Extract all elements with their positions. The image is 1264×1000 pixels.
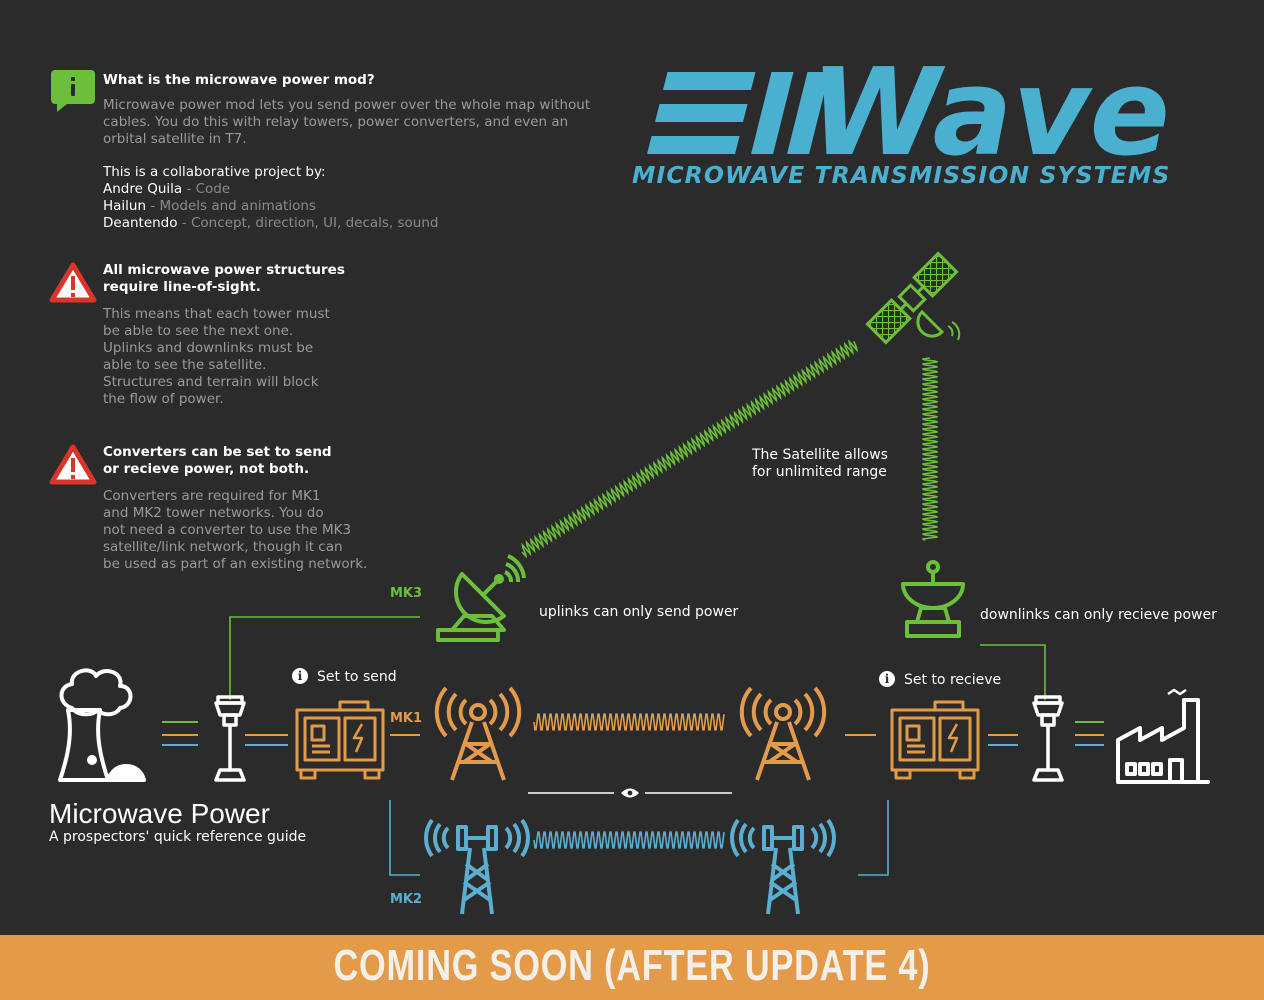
- info-body: Microwave power mod lets you send power …: [103, 97, 591, 147]
- mk2-bracket-line: [389, 800, 420, 876]
- uplink-dish-icon: [436, 554, 526, 642]
- satellite-icon: [865, 251, 959, 345]
- credit-role: - Code: [182, 181, 231, 197]
- mk1-tower-icon: [434, 686, 522, 781]
- pylon-icon: [214, 695, 246, 782]
- credit-name: Andre Quila: [103, 181, 183, 197]
- mk2-bracket-line: [858, 800, 889, 876]
- satellite-note: The Satellite allows for unlimited range: [752, 447, 888, 480]
- uplink-beam-wave: [521, 339, 859, 559]
- footer-text: COMING SOON (AFTER UPDATE 4): [333, 941, 931, 990]
- warning-triangle-icon: [49, 444, 97, 485]
- factory-icon: [1116, 688, 1210, 784]
- warning-triangle-icon: [49, 262, 97, 303]
- power-plant-icon: [58, 668, 146, 782]
- downlink-dish-icon: [901, 560, 965, 638]
- cable-dashes: [162, 721, 1104, 746]
- logo-wordmark: Wave: [647, 62, 1170, 162]
- warning-los-body: This means that each tower must be able …: [103, 306, 330, 407]
- converter-icon: [890, 700, 980, 780]
- uplink-note: uplinks can only send power: [539, 604, 739, 620]
- guide-title: Microwave Power: [49, 798, 270, 829]
- collab-intro: This is a collaborative project by:: [103, 164, 326, 180]
- mk1-beam-wave: [533, 713, 725, 731]
- warning-los-title: All microwave power structures require l…: [103, 262, 345, 295]
- info-chat-icon: [51, 70, 95, 112]
- credit-role: - Concept, direction, UI, decals, sound: [177, 215, 439, 231]
- warning-converters-body: Converters are required for MK1 and MK2 …: [103, 488, 368, 572]
- warning-converters-title: Converters can be set to send or recieve…: [103, 444, 332, 477]
- credit-line: Hailun - Models and animations: [103, 198, 316, 215]
- satellite-dish-icon: [916, 309, 961, 341]
- footer-banner: COMING SOON (AFTER UPDATE 4): [0, 935, 1264, 1000]
- guide-subtitle: A prospectors' quick reference guide: [49, 829, 307, 845]
- credit-line: Deantendo - Concept, direction, UI, deca…: [103, 215, 439, 232]
- line-of-sight-eye: [528, 788, 732, 798]
- downlink-note: downlinks can only recieve power: [980, 607, 1217, 623]
- downlink-beam-wave: [922, 357, 938, 541]
- credit-name: Hailun: [103, 198, 147, 214]
- converter-icon: [295, 700, 385, 780]
- logo-subtitle: MICROWAVE TRANSMISSION SYSTEMS: [632, 161, 1171, 189]
- credit-role: - Models and animations: [146, 198, 316, 214]
- mk1-tower-icon: [739, 686, 827, 781]
- info-icon: i: [879, 671, 895, 687]
- receive-note: Set to recieve: [904, 672, 1002, 688]
- mk2-tower-icon: [730, 818, 836, 915]
- send-note: Set to send: [317, 669, 397, 685]
- mk3-connector-line: [980, 644, 1046, 700]
- mk3-connector-line: [229, 616, 420, 700]
- level-label-mk1: MK1: [390, 711, 423, 726]
- mk2-beam-wave: [533, 831, 725, 849]
- logo-word-text: Wave: [810, 62, 1170, 162]
- level-label-mk3: MK3: [390, 586, 423, 601]
- level-label-mk2: MK2: [390, 892, 423, 907]
- credit-name: Deantendo: [103, 215, 178, 231]
- info-title: What is the microwave power mod?: [103, 72, 375, 88]
- credit-line: Andre Quila - Code: [103, 181, 230, 198]
- mk2-tower-icon: [424, 818, 530, 915]
- info-icon: i: [292, 668, 308, 684]
- pylon-icon: [1032, 695, 1064, 782]
